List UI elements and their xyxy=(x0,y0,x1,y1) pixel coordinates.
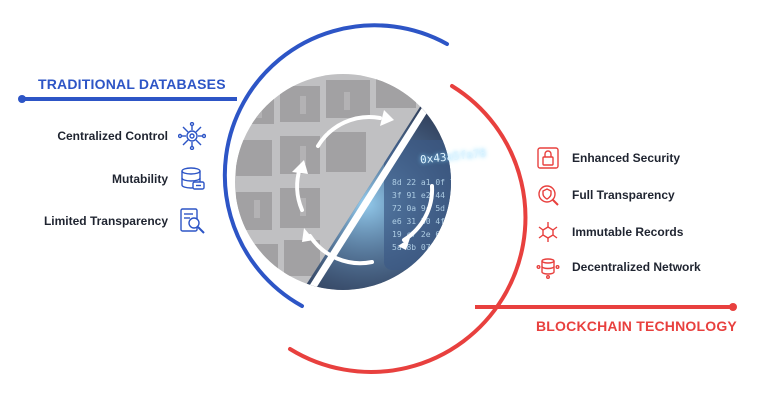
feature-label: Decentralized Network xyxy=(572,260,701,274)
feature-limited-transparency: Limited Transparency xyxy=(0,207,206,235)
document-search-icon xyxy=(178,207,206,235)
feature-immutable-records: Immutable Records xyxy=(536,220,683,244)
feature-label: Immutable Records xyxy=(572,225,684,239)
feature-label: Full Transparency xyxy=(572,188,675,202)
svg-text:5a 8b 07 f1 3c: 5a 8b 07 f1 3c xyxy=(392,243,460,252)
database-stack-icon xyxy=(536,255,560,279)
traditional-arc xyxy=(222,23,449,308)
feature-label: Mutability xyxy=(112,172,168,186)
feature-centralized-control: Centralized Control xyxy=(0,122,206,150)
feature-full-transparency: Full Transparency xyxy=(536,183,675,207)
svg-text:72 0a 9c 5d 18: 72 0a 9c 5d 18 xyxy=(392,204,460,213)
svg-text:19 c7 2e 63 d4: 19 c7 2e 63 d4 xyxy=(392,230,460,239)
svg-text:8d 22 a1 0f 7c: 8d 22 a1 0f 7c xyxy=(392,178,460,187)
feature-label: Enhanced Security xyxy=(572,151,681,165)
cycle-arrows xyxy=(295,115,435,266)
database-icon xyxy=(178,165,206,193)
feature-enhanced-security: Enhanced Security xyxy=(536,146,680,170)
traditional-databases-heading: TRADITIONAL DATABASES xyxy=(38,76,226,92)
blockchain-connector-dot xyxy=(729,303,737,311)
blockchain-arc xyxy=(288,84,528,374)
traditional-connector-dot xyxy=(18,95,26,103)
network-gear-icon xyxy=(178,122,206,150)
padlock-icon xyxy=(536,146,560,170)
feature-label: Centralized Control xyxy=(57,129,168,143)
feature-label: Limited Transparency xyxy=(43,214,168,228)
svg-text:3f 91 e2 44 b6: 3f 91 e2 44 b6 xyxy=(392,191,460,200)
shield-search-icon xyxy=(536,183,560,207)
cube-network-icon xyxy=(536,220,560,244)
feature-mutability: Mutability xyxy=(0,165,206,193)
blockchain-technology-heading: BLOCKCHAIN TECHNOLOGY xyxy=(536,318,737,334)
feature-decentralized-network: Decentralized Network xyxy=(536,255,701,279)
